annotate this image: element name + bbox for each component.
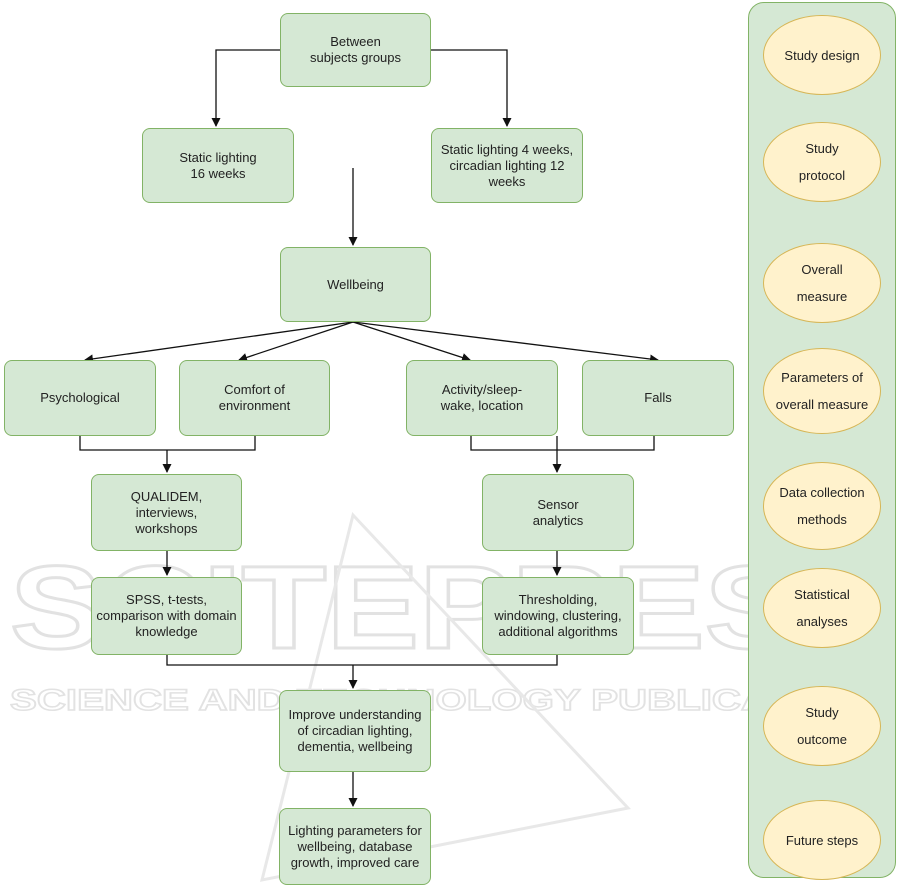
stage-parameters-of-overall-measure: Parameters of overall measure bbox=[763, 348, 881, 434]
qualidem-box: QUALIDEM, interviews, workshops bbox=[91, 474, 242, 551]
activity-sleep-wake-box: Activity/sleep-wake, location bbox=[406, 360, 558, 436]
wellbeing-box: Wellbeing bbox=[280, 247, 431, 322]
falls-box: Falls bbox=[582, 360, 734, 436]
static-16-weeks-box: Static lighting 16 weeks bbox=[142, 128, 294, 203]
sensor-analytics-box: Sensor analytics bbox=[482, 474, 634, 551]
spss-box: SPSS, t-tests, comparison with domain kn… bbox=[91, 577, 242, 655]
stage-study-design: Study design bbox=[763, 15, 881, 95]
improve-understanding-box: Improve understanding of circadian light… bbox=[279, 690, 431, 772]
static-4-circadian-12-box: Static lighting 4 weeks, circadian light… bbox=[431, 128, 583, 203]
stage-study-protocol: Study protocol bbox=[763, 122, 881, 202]
psychological-box: Psychological bbox=[4, 360, 156, 436]
thresholding-box: Thresholding, windowing, clustering, add… bbox=[482, 577, 634, 655]
lighting-parameters-box: Lighting parameters for wellbeing, datab… bbox=[279, 808, 431, 885]
stage-data-collection-methods: Data collection methods bbox=[763, 462, 881, 550]
stage-study-outcome: Study outcome bbox=[763, 686, 881, 766]
stage-statistical-analyses: Statistical analyses bbox=[763, 568, 881, 648]
between-subjects-groups-box: Between subjects groups bbox=[280, 13, 431, 87]
comfort-of-environment-box: Comfort of environment bbox=[179, 360, 330, 436]
stage-future-steps: Future steps bbox=[763, 800, 881, 880]
stage-overall-measure: Overall measure bbox=[763, 243, 881, 323]
